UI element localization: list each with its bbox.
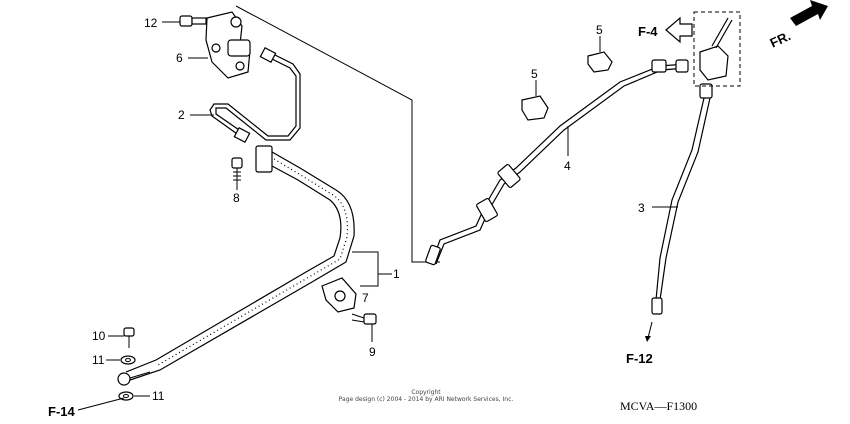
part-9-bolt[interactable]	[351, 313, 377, 325]
caliper-detail	[693, 11, 741, 87]
callout-11-lower: 11	[152, 389, 165, 403]
part-11-washer-upper[interactable]	[120, 355, 136, 365]
part-12-bolt[interactable]	[179, 15, 207, 27]
callout-3: 3	[638, 201, 645, 215]
copyright-line-1: Copyright	[411, 389, 441, 396]
part-6-bracket[interactable]	[205, 11, 251, 79]
callout-11-upper: 11	[92, 353, 105, 367]
arrow-f12-icon	[645, 321, 653, 342]
callout-8: 8	[233, 191, 240, 205]
part-5-clip-lower[interactable]	[521, 95, 549, 121]
part-2-brake-pipe[interactable]	[209, 46, 301, 144]
part-4-brake-pipe[interactable]	[425, 59, 689, 266]
callout-2: 2	[178, 108, 185, 122]
callout-9: 9	[369, 345, 376, 359]
callout-10: 10	[92, 329, 106, 343]
callout-7: 7	[362, 291, 369, 305]
leader-lines	[106, 21, 678, 397]
diagram-code: MCVA—F1300	[620, 399, 697, 413]
copyright-line-2: Page design (c) 2004 - 2014 by ARI Netwo…	[339, 396, 514, 403]
part-7-clamp[interactable]	[321, 277, 357, 313]
callout-5-lower: 5	[531, 67, 538, 81]
assembly-outline	[235, 5, 440, 263]
ref-f12[interactable]: F-12	[626, 351, 653, 366]
ref-f4[interactable]: F-4	[638, 24, 658, 39]
callout-4: 4	[564, 159, 571, 173]
arrow-fr-icon	[790, 0, 828, 26]
callout-1: 1	[393, 267, 400, 281]
part-1-brake-hose[interactable]	[117, 145, 355, 386]
callout-5-upper: 5	[596, 23, 603, 37]
part-10-bolt[interactable]	[123, 327, 135, 348]
arrow-f14-icon	[77, 397, 125, 411]
ref-f14[interactable]: F-14	[48, 404, 76, 419]
callout-6: 6	[176, 51, 183, 65]
ref-fr: FR.	[768, 28, 793, 50]
part-3-brake-hose[interactable]	[651, 83, 713, 315]
arrow-f4-icon	[665, 16, 693, 44]
part-5-clip-upper[interactable]	[587, 51, 613, 73]
callout-12: 12	[144, 16, 158, 30]
part-8-bolt[interactable]	[231, 157, 243, 184]
